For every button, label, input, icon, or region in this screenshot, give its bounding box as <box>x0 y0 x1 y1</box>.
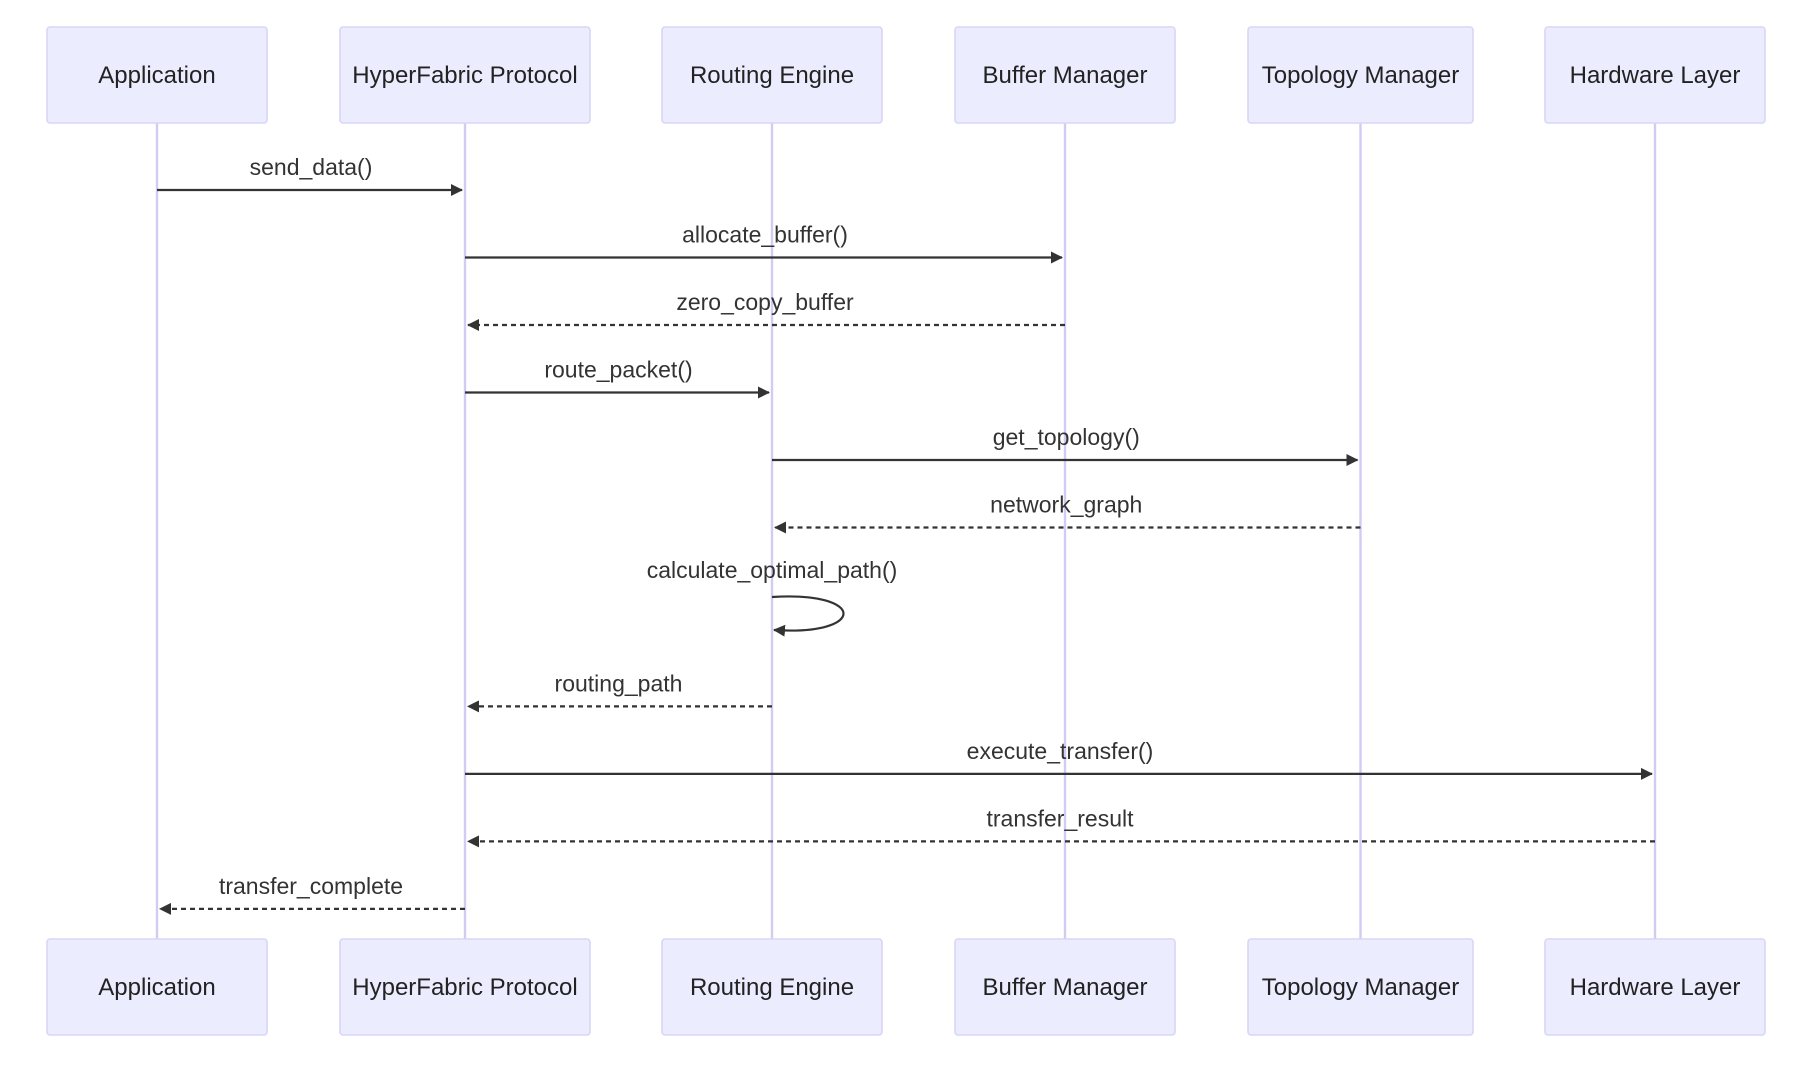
message-10: transfer_result <box>467 805 1655 848</box>
participant-label: Routing Engine <box>690 62 854 89</box>
message-label: execute_transfer() <box>967 738 1154 764</box>
participant-label: HyperFabric Protocol <box>352 974 577 1001</box>
participant-label: Topology Manager <box>1262 62 1459 89</box>
participant-label: Hardware Layer <box>1570 62 1741 89</box>
participant-box <box>661 938 883 1036</box>
participant-hfp-bottom[interactable]: HyperFabric Protocol <box>339 938 591 1036</box>
participant-hfp-top[interactable]: HyperFabric Protocol <box>339 26 591 124</box>
message-label: routing_path <box>555 670 683 696</box>
message-5: get_topology() <box>772 424 1359 466</box>
participant-label: Hardware Layer <box>1570 974 1741 1001</box>
message-label: transfer_complete <box>219 873 403 899</box>
participant-box <box>1544 26 1766 124</box>
participant-app-bottom[interactable]: Application <box>46 938 268 1036</box>
message-label: get_topology() <box>993 424 1140 450</box>
participant-label: Application <box>98 974 215 1001</box>
participant-hw-top[interactable]: Hardware Layer <box>1544 26 1766 124</box>
message-4: route_packet() <box>465 357 770 399</box>
message-8: routing_path <box>467 670 772 713</box>
participant-box <box>46 26 268 124</box>
participant-box <box>339 938 591 1036</box>
participant-re-bottom[interactable]: Routing Engine <box>661 938 883 1036</box>
participant-tm-bottom[interactable]: Topology Manager <box>1247 938 1474 1036</box>
message-label: transfer_result <box>986 805 1134 831</box>
message-label: zero_copy_buffer <box>676 289 854 315</box>
message-label: calculate_optimal_path() <box>647 557 898 583</box>
message-arrow <box>771 595 845 637</box>
participant-bm-top[interactable]: Buffer Manager <box>954 26 1176 124</box>
message-11: transfer_complete <box>159 873 465 915</box>
participant-label: Topology Manager <box>1262 974 1459 1001</box>
message-2: allocate_buffer() <box>465 222 1063 264</box>
message-label: send_data() <box>250 154 373 180</box>
message-label: allocate_buffer() <box>682 222 848 248</box>
participant-label: Application <box>98 62 215 89</box>
participant-label: Buffer Manager <box>983 62 1148 89</box>
message-7: calculate_optimal_path() <box>647 557 898 637</box>
participant-box <box>954 938 1176 1036</box>
participant-app-top[interactable]: Application <box>46 26 268 124</box>
participant-box <box>1544 938 1766 1036</box>
message-label: route_packet() <box>544 357 692 383</box>
participant-box <box>339 26 591 124</box>
participant-label: Routing Engine <box>690 974 854 1001</box>
message-9: execute_transfer() <box>465 738 1653 780</box>
message-1: send_data() <box>157 154 463 196</box>
participant-box <box>1247 938 1474 1036</box>
participant-label: Buffer Manager <box>983 974 1148 1001</box>
participant-box <box>46 938 268 1036</box>
message-label: network_graph <box>990 492 1142 518</box>
participant-label: HyperFabric Protocol <box>352 62 577 89</box>
participant-box <box>661 26 883 124</box>
message-3: zero_copy_buffer <box>467 289 1065 331</box>
participant-tm-top[interactable]: Topology Manager <box>1247 26 1474 124</box>
participant-re-top[interactable]: Routing Engine <box>661 26 883 124</box>
participant-bm-bottom[interactable]: Buffer Manager <box>954 938 1176 1036</box>
participant-box <box>954 26 1176 124</box>
participant-box <box>1247 26 1474 124</box>
participant-hw-bottom[interactable]: Hardware Layer <box>1544 938 1766 1036</box>
message-6: network_graph <box>774 492 1361 534</box>
